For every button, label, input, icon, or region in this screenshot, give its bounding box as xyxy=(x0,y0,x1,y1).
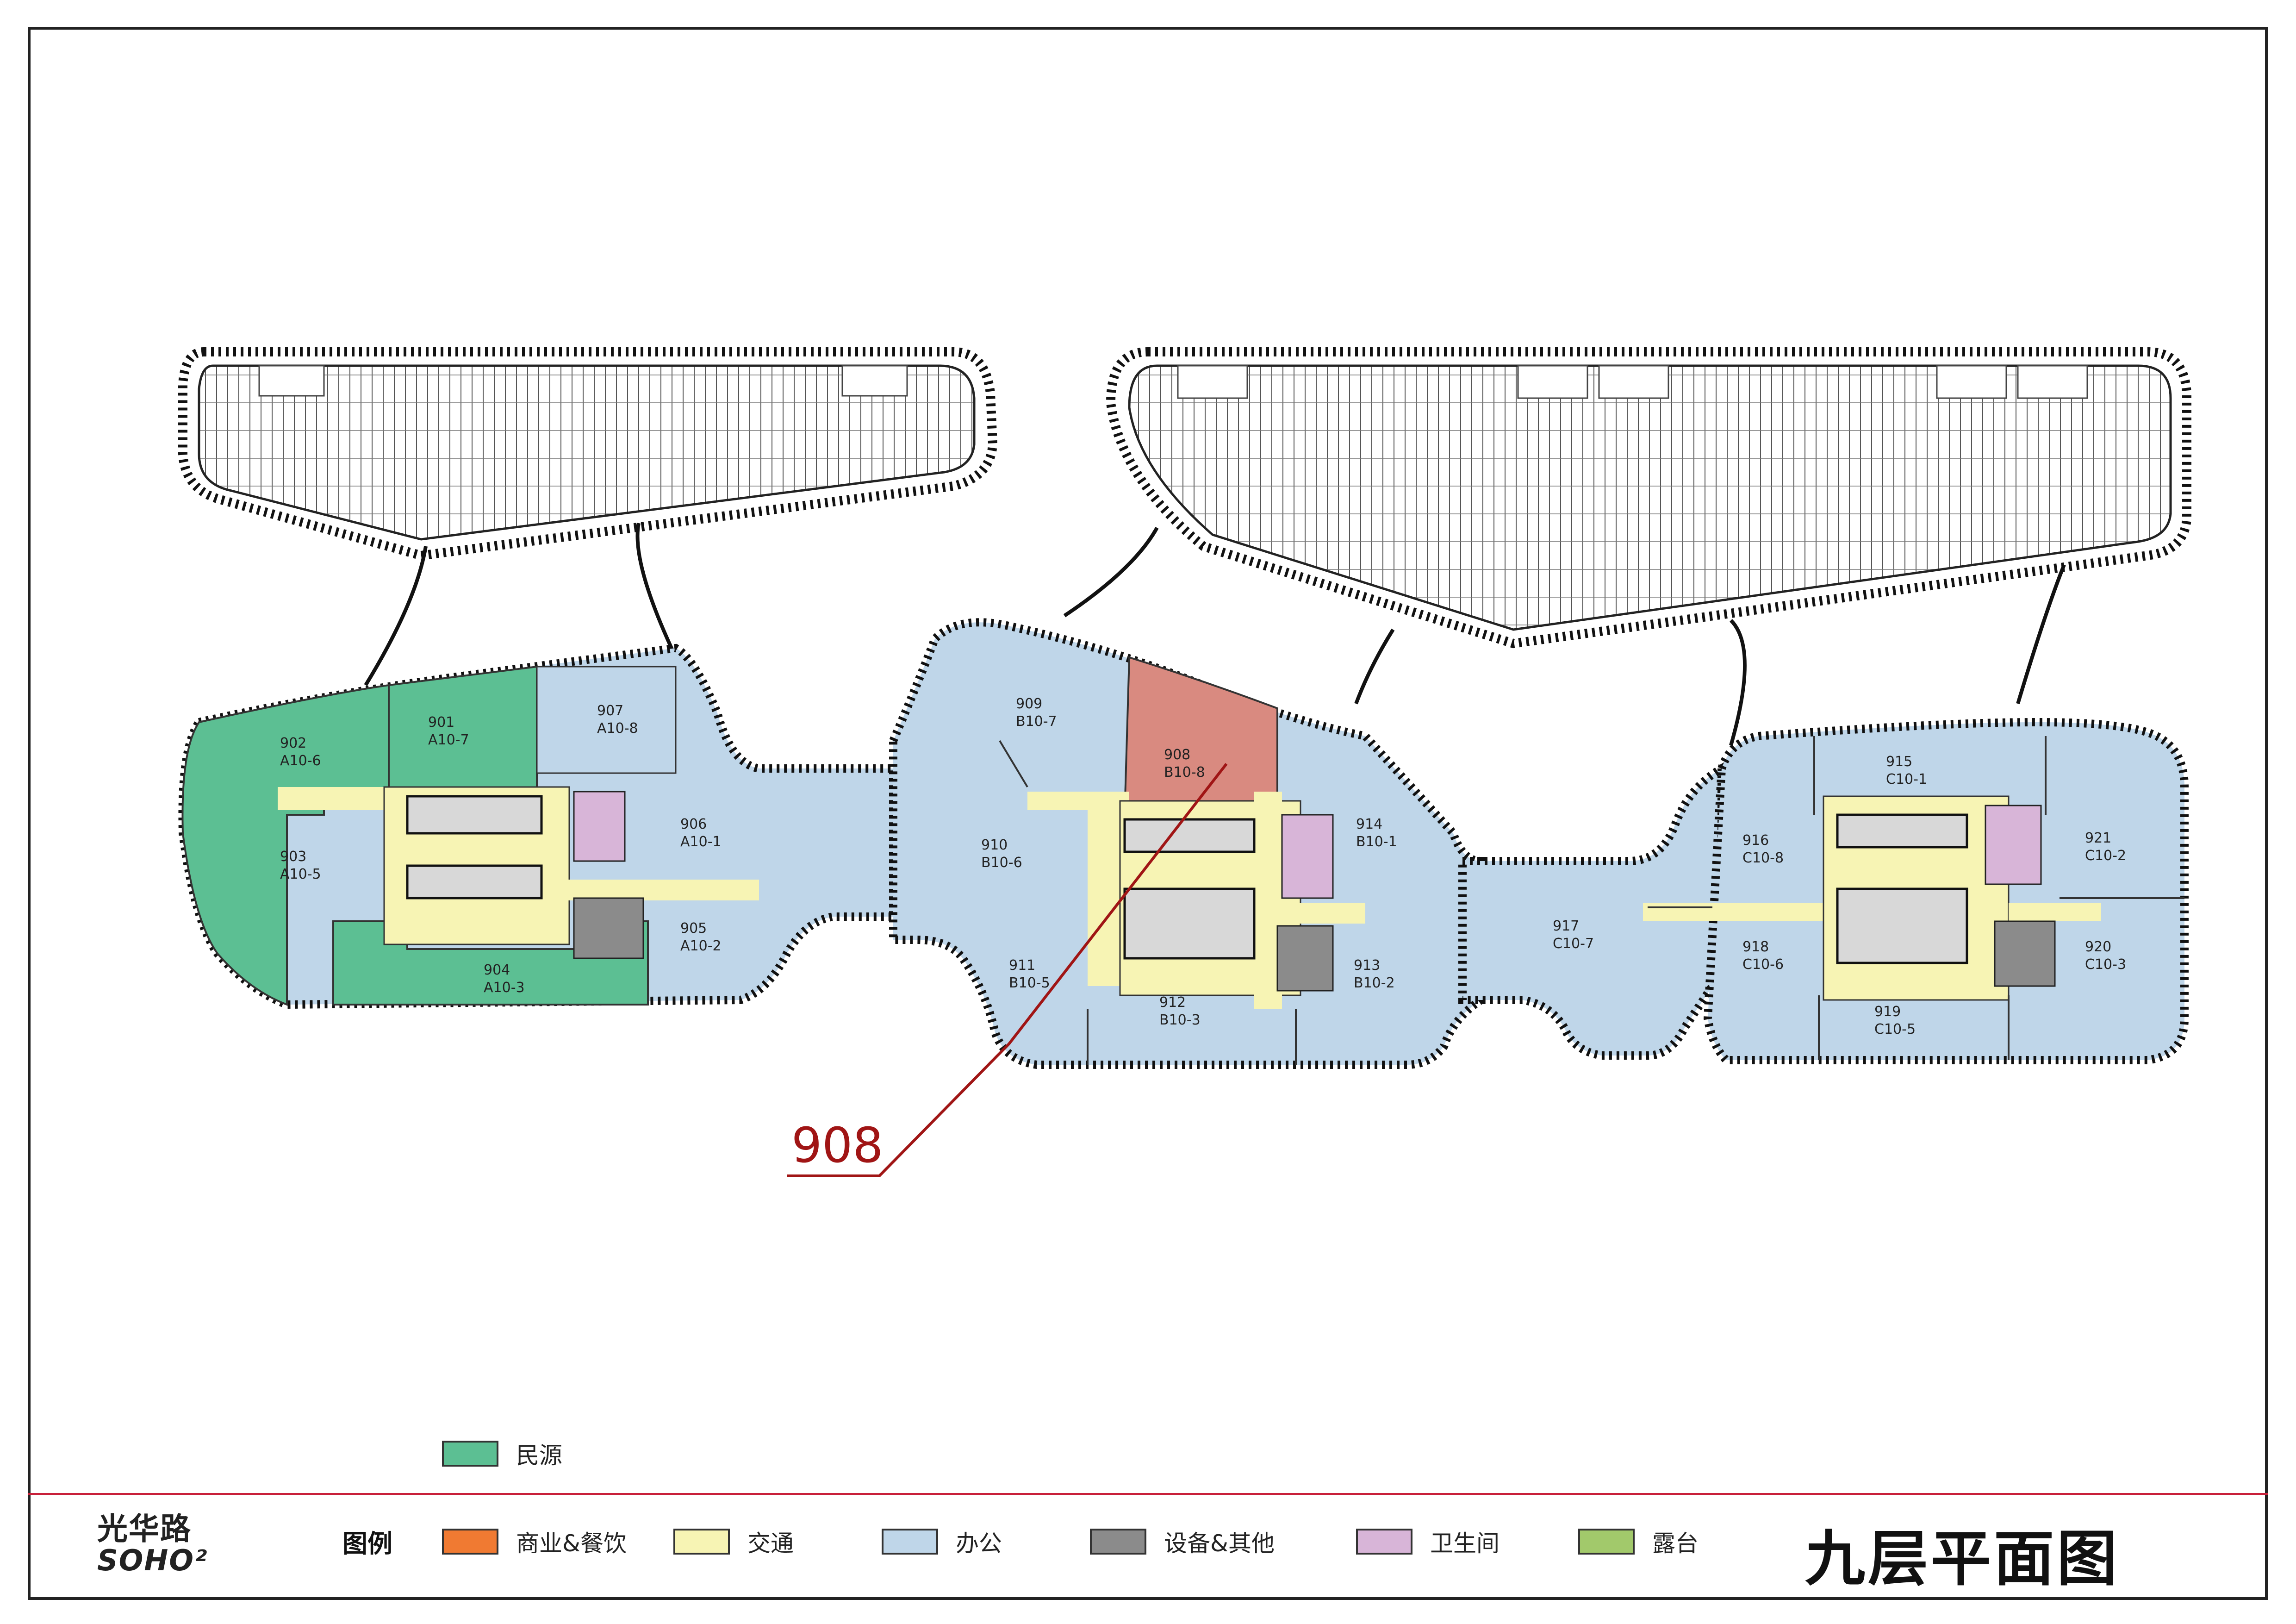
legend-label-minyuan: 民源 xyxy=(516,1442,562,1469)
corridor-bc xyxy=(1458,761,1726,1060)
legend-item-terrace: 露台 xyxy=(1578,1528,1699,1557)
building-c xyxy=(1643,718,2189,1064)
legend-label-circulation: 交通 xyxy=(747,1530,794,1557)
legend-swatch-terrace xyxy=(1578,1529,1635,1555)
roof-canopy-left xyxy=(178,347,998,561)
legend-swatch-restroom xyxy=(1356,1529,1412,1555)
sheet-border xyxy=(28,27,2268,1600)
legend-title: 图例 xyxy=(342,1529,392,1558)
callout-label: 908 xyxy=(791,1117,884,1174)
legend-swatch-commercial xyxy=(442,1529,498,1555)
legend-divider xyxy=(28,1493,2268,1495)
legend-item-circulation: 交通 xyxy=(673,1528,794,1557)
soho-logo: 光华路 SOHO² xyxy=(97,1513,236,1578)
legend-label-equipment: 设备&其他 xyxy=(1164,1530,1275,1557)
legend-swatch-circulation xyxy=(673,1529,730,1555)
legend-swatch-equipment xyxy=(1090,1529,1146,1555)
logo-bottom-text: SOHO² xyxy=(97,1543,208,1577)
legend-item-minyuan: 民源 xyxy=(442,1440,562,1469)
legend-label-office: 办公 xyxy=(956,1530,1002,1557)
logo-top-text: 光华路 xyxy=(97,1511,192,1547)
legend-label-commercial: 商业&餐饮 xyxy=(516,1530,627,1557)
legend-swatch-office xyxy=(882,1529,938,1555)
legend-label-terrace: 露台 xyxy=(1652,1530,1699,1557)
floor-title: 九层平面图 xyxy=(1805,1524,2120,1594)
legend-label-restroom: 卫生间 xyxy=(1430,1530,1500,1557)
building-b xyxy=(889,618,1485,1069)
legend-item-office: 办公 xyxy=(882,1528,1002,1557)
legend-item-commercial: 商业&餐饮 xyxy=(442,1528,627,1557)
legend-swatch-minyuan xyxy=(442,1441,498,1467)
building-a xyxy=(178,643,897,1009)
legend-item-restroom: 卫生间 xyxy=(1356,1528,1500,1557)
roof-canopy-right xyxy=(1106,347,2191,649)
callout-908: 908 xyxy=(787,763,1228,1177)
legend-item-equipment: 设备&其他 xyxy=(1090,1528,1275,1557)
